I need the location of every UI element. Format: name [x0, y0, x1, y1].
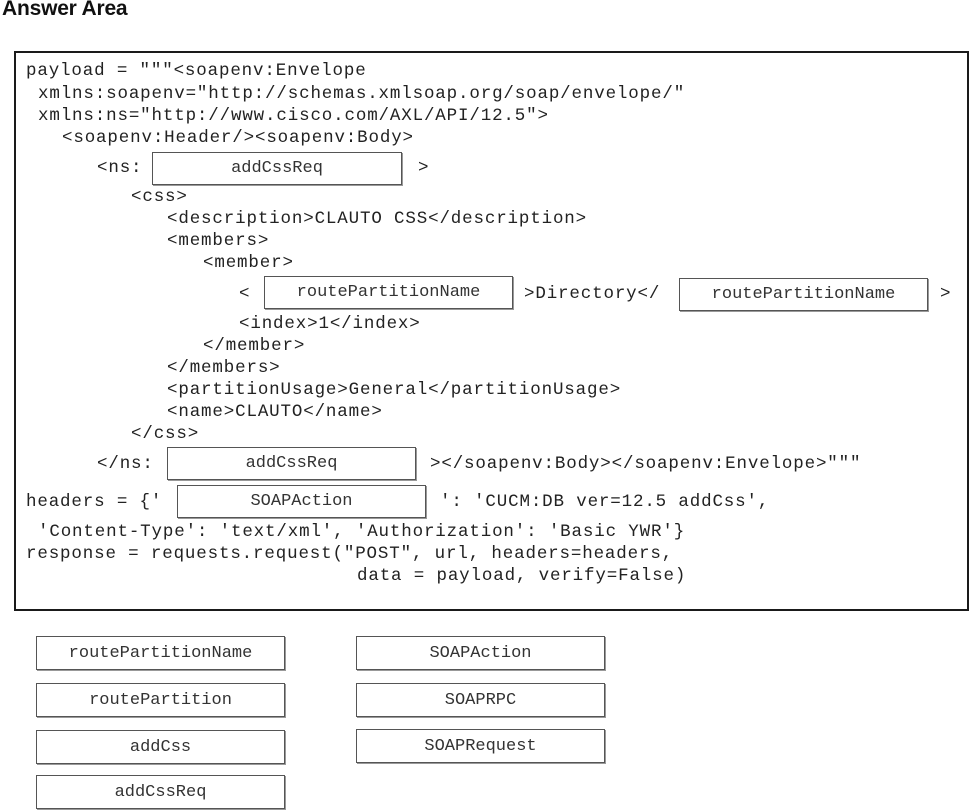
code-line-5-suffix: > — [418, 158, 430, 178]
answer-area-title: Answer Area — [2, 0, 128, 20]
code-line-14: <partitionUsage>General</partitionUsage> — [167, 380, 622, 400]
code-line-6: <css> — [131, 187, 188, 207]
code-line-18-prefix: headers = {' — [26, 492, 163, 512]
code-line-17-prefix: </ns: — [97, 454, 154, 474]
code-line-1: payload = """<soapenv:Envelope — [26, 61, 367, 81]
code-line-17-suffix: ></soapenv:Body></soapenv:Envelope>""" — [430, 454, 862, 474]
code-line-19: 'Content-Type': 'text/xml', 'Authorizati… — [38, 522, 686, 542]
code-line-18-suffix: ': 'CUCM:DB ver=12.5 addCss', — [440, 492, 770, 512]
code-line-15: <name>CLAUTO</name> — [167, 402, 383, 422]
code-line-20: response = requests.request("POST", url,… — [26, 544, 674, 564]
code-line-4: <soapenv:Header/><soapenv:Body> — [62, 128, 414, 148]
code-line-8: <members> — [167, 231, 270, 251]
option-add-css[interactable]: addCss — [36, 730, 285, 764]
drop-slot-member-close-tag[interactable]: routePartitionName — [679, 278, 928, 311]
code-line-10-prefix: < — [239, 284, 251, 304]
option-soap-action[interactable]: SOAPAction — [356, 636, 605, 670]
code-line-7: <description>CLAUTO CSS</description> — [167, 209, 588, 229]
drop-slot-member-open-tag[interactable]: routePartitionName — [264, 276, 513, 309]
option-route-partition[interactable]: routePartition — [36, 683, 285, 717]
answer-area-frame — [14, 51, 969, 611]
code-line-5-prefix: <ns: — [97, 158, 143, 178]
code-line-9: <member> — [203, 253, 294, 273]
code-line-12: </member> — [203, 336, 306, 356]
code-line-2: xmlns:soapenv="http://schemas.xmlsoap.or… — [38, 84, 686, 104]
drop-slot-header-key[interactable]: SOAPAction — [177, 485, 426, 518]
option-route-partition-name[interactable]: routePartitionName — [36, 636, 285, 670]
option-soap-rpc[interactable]: SOAPRPC — [356, 683, 605, 717]
code-line-13: </members> — [167, 358, 281, 378]
code-line-10-middle: >Directory</ — [524, 284, 661, 304]
code-line-10-suffix: > — [940, 284, 952, 304]
drop-slot-ns-open-tag[interactable]: addCssReq — [152, 152, 402, 185]
code-line-21: data = payload, verify=False) — [357, 566, 687, 586]
code-line-16: </css> — [131, 424, 200, 444]
option-add-css-req[interactable]: addCssReq — [36, 775, 285, 809]
code-line-11: <index>1</index> — [239, 314, 421, 334]
option-soap-request[interactable]: SOAPRequest — [356, 729, 605, 763]
drop-slot-ns-close-tag[interactable]: addCssReq — [167, 447, 416, 480]
code-line-3: xmlns:ns="http://www.cisco.com/AXL/API/1… — [38, 106, 549, 126]
